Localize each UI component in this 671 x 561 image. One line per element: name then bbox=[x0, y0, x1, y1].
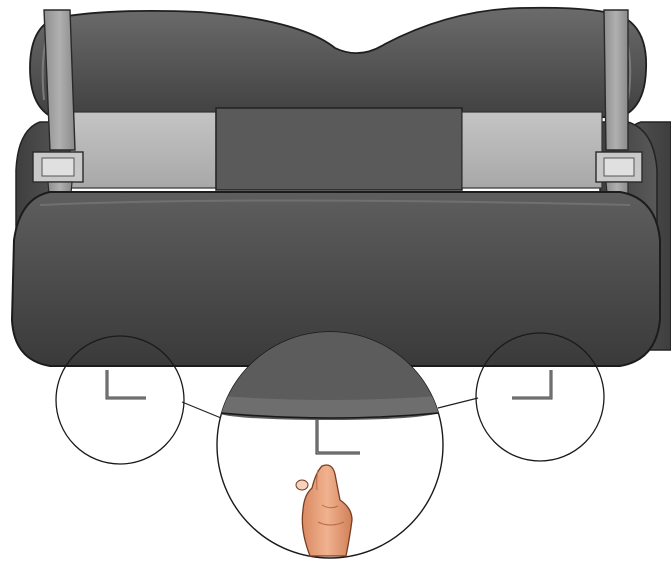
left-detail-circle bbox=[56, 336, 184, 464]
backrest-top-roll bbox=[30, 8, 646, 121]
right-light-panel bbox=[462, 112, 602, 188]
center-dark-panel bbox=[216, 108, 462, 190]
right-detail-circle bbox=[476, 333, 604, 461]
right-callout-line bbox=[438, 398, 478, 408]
left-light-panel bbox=[70, 112, 216, 188]
left-callout-line bbox=[182, 402, 226, 420]
